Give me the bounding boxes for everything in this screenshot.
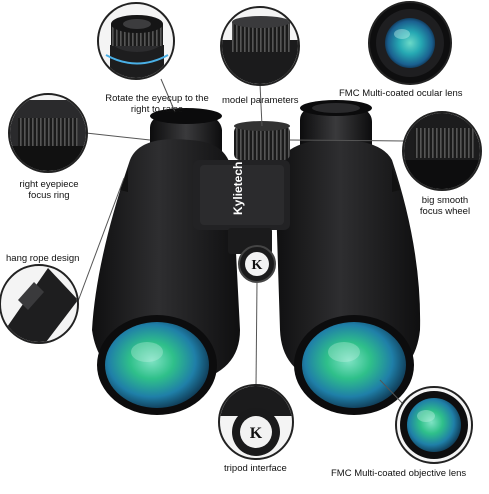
label-focus-wheel: big smooth focus wheel (419, 195, 471, 217)
inset-focus-wheel (402, 111, 482, 191)
label-ocular-lens: FMC Multi-coated ocular lens (339, 88, 463, 99)
label-model-parameters: model parameters (222, 95, 299, 106)
tripod-logo-letter: K (250, 425, 263, 442)
inset-hang-rope (0, 264, 79, 344)
inset-model-parameters (220, 6, 300, 86)
inset-eyepiece-focus-ring (8, 93, 88, 173)
inset-tripod-interface (218, 384, 294, 460)
label-tripod-interface: tripod interface (224, 463, 287, 474)
inset-ocular-lens (368, 1, 452, 85)
label-hang-rope: hang rope design (6, 253, 80, 264)
binoculars-body (92, 100, 421, 415)
brand-name: Kylietech (231, 162, 245, 215)
brand-logo-letter: K (252, 258, 263, 273)
inset-objective-lens (395, 386, 473, 464)
label-eyepiece-focus-ring: right eyepiece focus ring (19, 179, 79, 201)
callout-lines (76, 78, 405, 406)
label-objective-lens: FMC Multi-coated objective lens (331, 468, 467, 479)
label-eyecup: Rotate the eyecup to the right to raise (105, 93, 209, 115)
inset-eyecup (97, 2, 175, 80)
